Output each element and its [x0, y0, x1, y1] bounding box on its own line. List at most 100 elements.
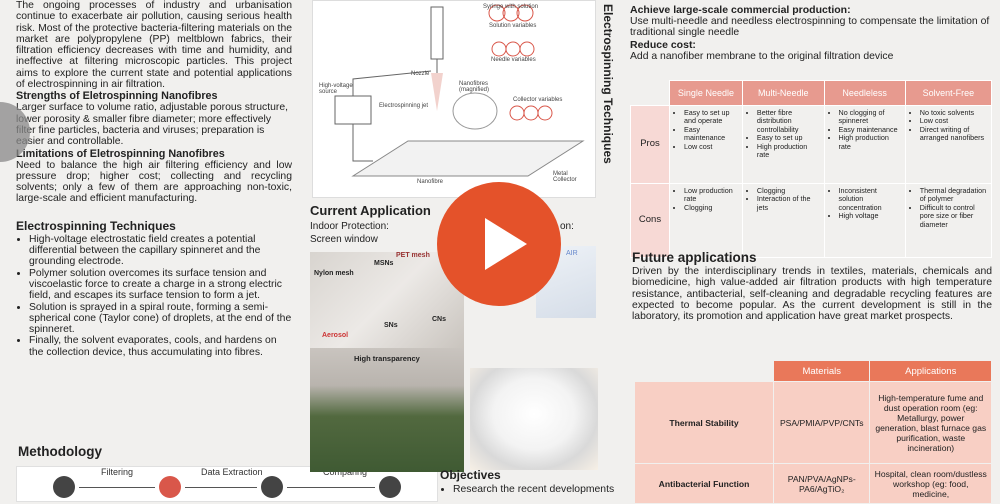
image-label: CNs: [432, 316, 447, 323]
diagram-label: Solution variables: [489, 23, 537, 29]
image-label: Nylon mesh: [314, 270, 354, 277]
techniques-list: High-voltage electrostatic field creates…: [16, 234, 292, 358]
list-item: Interaction of the jets: [757, 195, 820, 212]
image-label: High transparency: [354, 354, 420, 363]
techniques-heading: Electrospinning Techniques: [16, 218, 176, 233]
play-icon: [485, 218, 527, 270]
right-column-intro: Achieve large-scale commercial productio…: [630, 4, 994, 62]
diagram-label: High-voltage source: [319, 83, 353, 95]
future-applications-heading: Future applications: [632, 250, 757, 265]
table-cell: Inconsistent solution concentration High…: [823, 183, 906, 258]
list-item: Easy maintenance: [684, 125, 738, 143]
current-application-heading: Current Application: [310, 203, 431, 218]
list-item: Easy to set up and operate: [684, 108, 738, 126]
play-button[interactable]: [437, 182, 561, 306]
diagram-label: Collector variables: [513, 97, 563, 103]
list-item: Clogging: [757, 186, 820, 195]
list-item: Difficult to control pore size or fiber …: [920, 203, 987, 229]
list-item: Thermal degradation of polymer: [920, 186, 987, 204]
list-item: Polymer solution overcomes its surface t…: [29, 268, 292, 302]
list-item: Solution is sprayed in a spiral route, f…: [29, 302, 292, 336]
strengths-heading: Strengths of Eletrospinning Nanofibres: [16, 90, 218, 103]
list-item: Low cost: [920, 116, 987, 125]
list-item: High voltage: [839, 211, 901, 220]
objectives-heading: Objectives: [440, 468, 501, 482]
screen-window-label: Screen window: [310, 234, 378, 245]
goal-text: Use multi-needle and needless electrospi…: [630, 16, 990, 39]
table-cell: PAN/PVA/AgNPs-PA6/AgTiO₂: [772, 463, 871, 504]
diagram-label: Nanofibre: [417, 179, 444, 185]
goal-heading: Achieve large-scale commercial productio…: [630, 4, 851, 16]
extract-icon: [261, 476, 283, 498]
strengths-text: Larger surface to volume ratio, adjustab…: [16, 102, 289, 148]
table-cell: PSA/PMIA/PVP/CNTs: [772, 381, 871, 464]
column-header: Single Needle: [669, 80, 743, 106]
future-applications-text: Driven by the interdisciplinary trends i…: [632, 266, 992, 323]
list-item: High production rate: [839, 134, 901, 151]
list-item: No toxic solvents: [920, 108, 987, 117]
arrow-line: [79, 487, 155, 488]
list-item: Better fibre distribution controllabilit…: [757, 108, 820, 134]
mesh-image: PET mesh Nylon mesh MSNs SNs CNs Aerosol: [310, 252, 464, 348]
outdoor-label: on:: [560, 221, 574, 232]
diagram-label: Metal Collector: [553, 171, 577, 183]
window-image: High transparency: [310, 348, 464, 472]
list-item: Easy maintenance: [839, 125, 901, 134]
row-header-cons: Cons: [630, 183, 670, 258]
diagram-label: Electrospinning jet: [379, 103, 429, 109]
table-cell: Clogging Interaction of the jets: [741, 183, 825, 258]
column-header: Needleless: [823, 80, 906, 106]
image-label: AIR: [566, 250, 578, 257]
search-icon: [53, 476, 75, 498]
diagram-label: Nanofibres (magnified): [459, 81, 490, 93]
table-cell: No toxic solvents Low cost Direct writin…: [904, 105, 993, 184]
diagram-label: Syringe with solution: [483, 4, 539, 10]
vertical-section-title: Electrospinning Techniques: [601, 4, 615, 164]
electrospinning-diagram: Syringe with solution Solution variables…: [312, 0, 596, 198]
list-item: Direct writing of arranged nanofibers: [920, 125, 987, 143]
diagram-label: Nozzle: [411, 71, 430, 77]
table-corner: [635, 361, 774, 382]
techniques-comparison-table: Single Needle Multi-Needle Needleless So…: [630, 80, 993, 258]
list-item: Clogging: [684, 203, 738, 212]
list-item: No clogging of spinneret: [839, 108, 901, 126]
future-applications-table: Materials Applications Thermal Stability…: [634, 360, 992, 504]
table-cell: Hospital, clean room/dustless workshop (…: [869, 463, 992, 504]
image-label: Aerosol: [322, 332, 349, 339]
intro-text: The ongoing processes of industry and ur…: [16, 0, 292, 91]
image-label: SNs: [384, 322, 398, 329]
arrow-line: [185, 487, 257, 488]
table-cell: Thermal degradation of polymer Difficult…: [904, 183, 993, 258]
list-item: High-voltage electrostatic field creates…: [29, 234, 292, 268]
table-cell: Better fibre distribution controllabilit…: [741, 105, 825, 184]
table-cell: High-temperature fume and dust operation…: [869, 381, 992, 464]
image-label: PET mesh: [396, 252, 430, 259]
filter-icon: [159, 476, 181, 498]
column-header: Applications: [869, 360, 992, 382]
list-item: Low cost: [684, 142, 738, 151]
flow-label-comparing: Comparing: [323, 467, 368, 477]
goal-heading: Reduce cost:: [630, 38, 696, 51]
list-item: Inconsistent solution concentration: [839, 186, 901, 212]
methodology-heading: Methodology: [18, 444, 102, 459]
objectives-list: Research the recent developments: [440, 484, 643, 495]
table-cell: Easy to set up and operate Easy maintena…: [669, 105, 743, 184]
table-cell: Antibacterial Function: [634, 463, 774, 504]
flow-label-filtering: Filtering: [101, 467, 134, 477]
diagram-drawing: [334, 4, 585, 177]
limitations-text: Need to balance the high air filtering e…: [16, 159, 292, 205]
diagram-label: Needle variables: [491, 57, 536, 63]
goal-text: Add a nanofiber membrane to the original…: [630, 50, 894, 62]
arrow-line: [287, 487, 375, 488]
indoor-label: Indoor Protection:: [310, 221, 389, 232]
mask-image: [470, 368, 598, 470]
list-item: High production rate: [757, 142, 820, 160]
row-header-pros: Pros: [630, 105, 670, 184]
image-label: MSNs: [374, 260, 394, 267]
list-item: Research the recent developments: [453, 484, 643, 495]
flow-label-extraction: Data Extraction: [201, 467, 263, 477]
left-column: The ongoing processes of industry and ur…: [16, 0, 292, 358]
compare-icon: [379, 476, 401, 498]
column-header: Multi-Needle: [741, 80, 825, 106]
list-item: Low production rate: [684, 186, 738, 204]
